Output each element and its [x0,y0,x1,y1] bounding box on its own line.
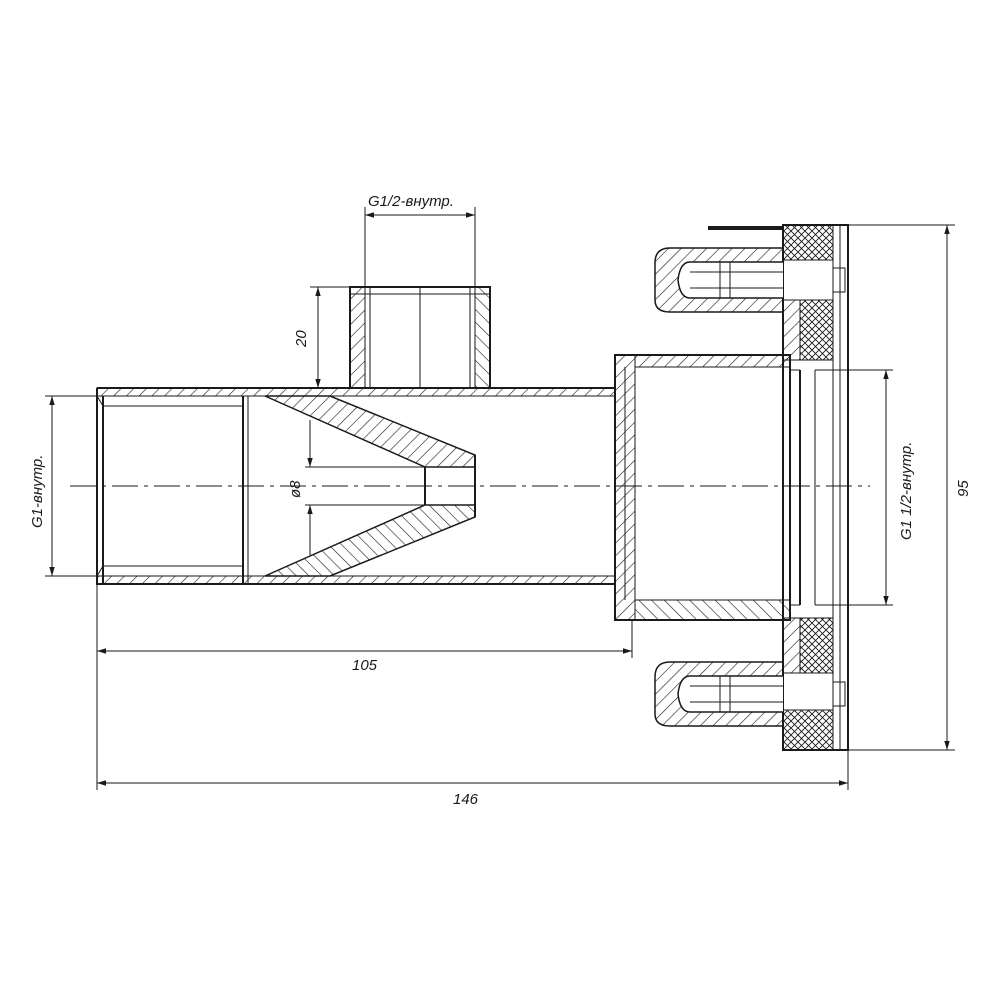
label-inner-length: 105 [352,657,378,674]
dim-top-thread [364,207,476,287]
label-total-length: 146 [453,791,479,808]
dim-right-thread [815,369,893,606]
dim-inner-length [96,584,633,790]
main-body [96,354,791,621]
clamp-bolt-top [654,247,846,313]
union-nut [614,354,816,621]
label-branch-height: 20 [293,330,310,348]
label-nozzle: ø8 [287,480,304,498]
dim-left-thread [45,395,103,577]
label-top-thread: G1/2-внутр. [368,193,454,210]
dim-branch-height [310,286,350,388]
label-left-thread: G1-внутр. [29,455,46,528]
flange-plate [708,224,849,751]
label-total-height: 95 [955,480,972,497]
dim-total-height [848,224,955,751]
top-branch [349,286,491,389]
nozzle-cone [264,395,476,577]
clamp-bolt-bottom [654,661,846,727]
dim-total-length [97,750,849,790]
label-right-thread: G1 1/2-внутр. [898,442,915,540]
dim-nozzle [305,420,425,555]
